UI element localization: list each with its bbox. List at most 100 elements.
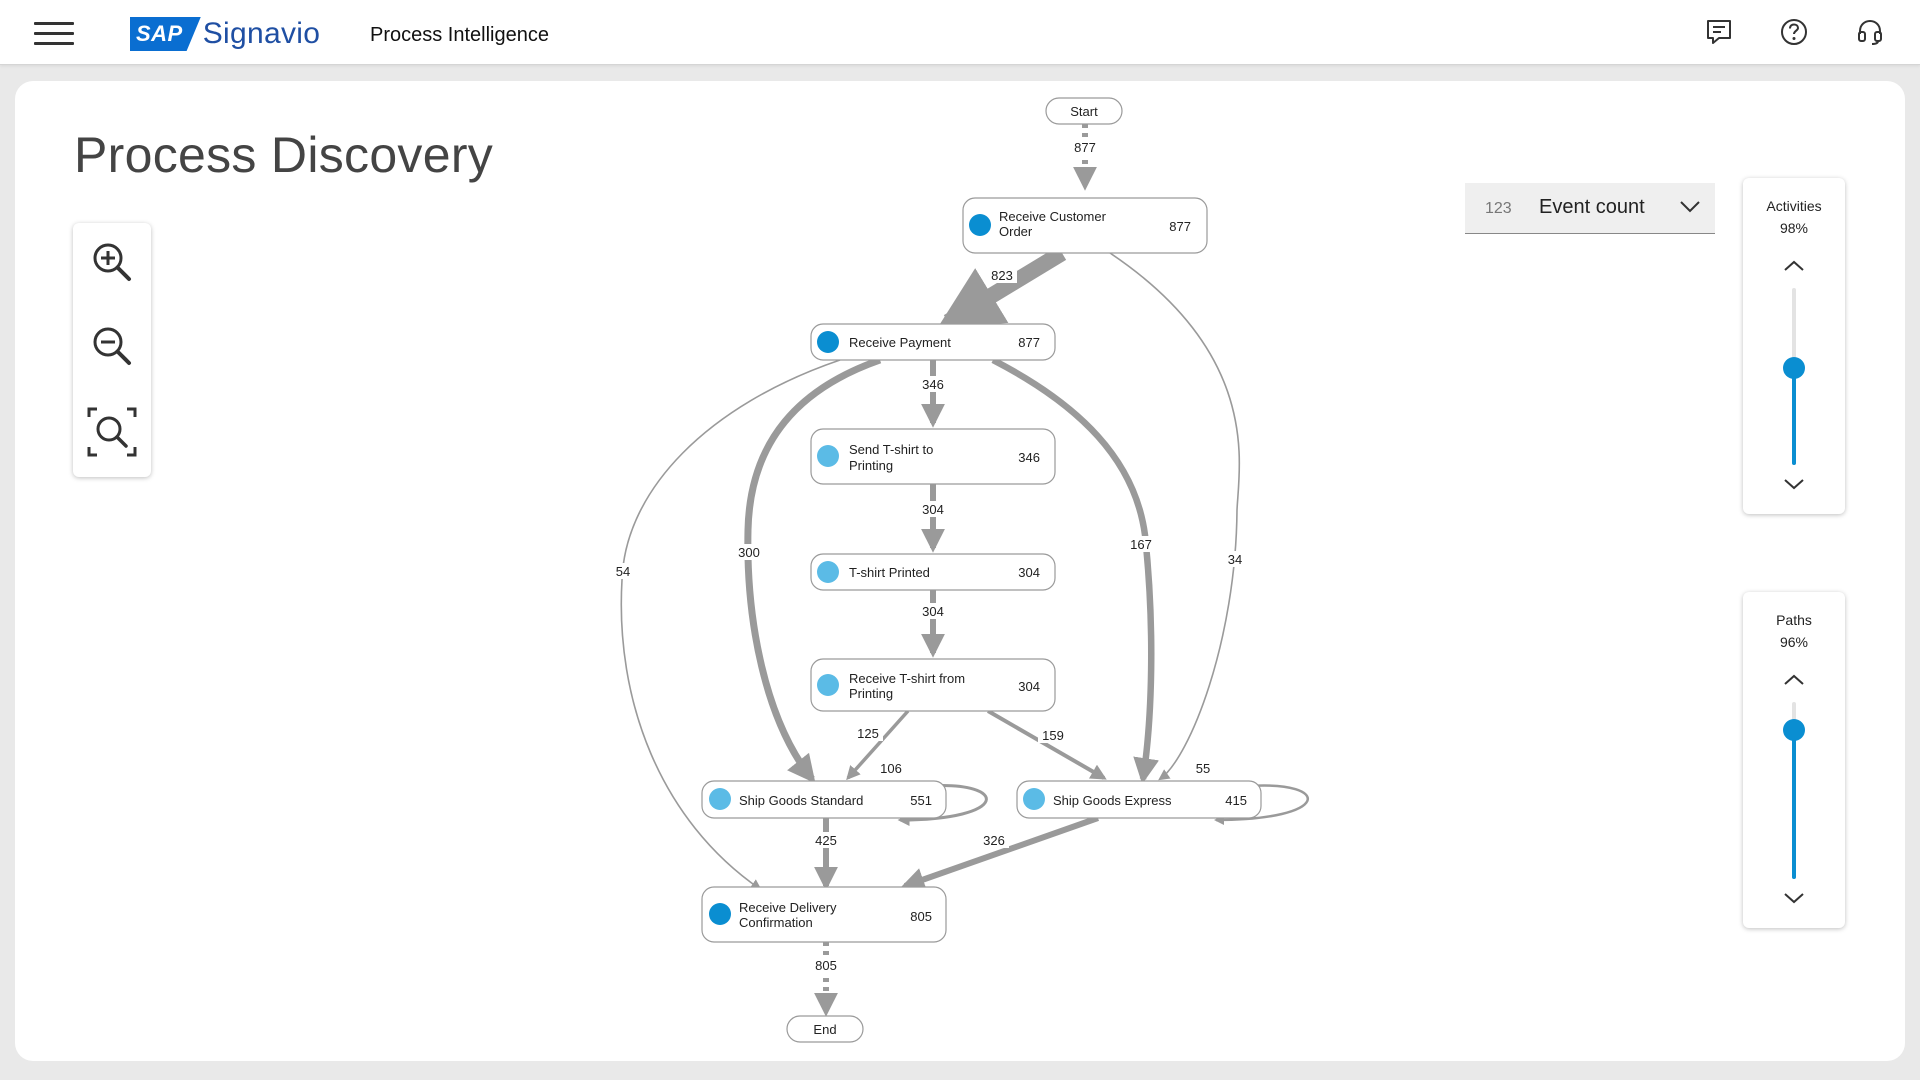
svg-text:Ship Goods Express: Ship Goods Express	[1053, 793, 1172, 808]
activity-status-dot	[709, 903, 731, 925]
svg-text:Order: Order	[999, 224, 1033, 239]
svg-text:805: 805	[815, 958, 837, 973]
edge-n7-loop[interactable]	[1214, 784, 1309, 825]
activity-status-dot	[817, 445, 839, 467]
edge-n1-n7[interactable]	[1109, 252, 1241, 781]
paths-decrease-icon[interactable]	[1782, 890, 1806, 906]
edge-n5-n6[interactable]	[846, 709, 910, 781]
svg-text:415: 415	[1225, 793, 1247, 808]
activities-decrease-icon[interactable]	[1782, 476, 1806, 492]
activities-slider-fill	[1792, 367, 1796, 465]
edge-label-n2-n6: 300	[734, 544, 764, 560]
svg-text:167: 167	[1130, 537, 1152, 552]
svg-text:Confirmation: Confirmation	[739, 915, 813, 930]
svg-text:55: 55	[1196, 761, 1210, 776]
top-bar: SAP Signavio Process Intelligence	[0, 0, 1920, 65]
svg-text:34: 34	[1228, 552, 1242, 567]
svg-text:300: 300	[738, 545, 760, 560]
edge-n2-n6[interactable]	[744, 356, 882, 784]
svg-text:805: 805	[910, 909, 932, 924]
activities-slider-panel: Activities 98%	[1743, 178, 1845, 514]
svg-text:304: 304	[922, 502, 944, 517]
page-title: Process Discovery	[74, 127, 494, 183]
svg-text:425: 425	[815, 833, 837, 848]
activity-node-receive-customer-order[interactable]: Receive Customer Order 877	[962, 197, 1208, 254]
activity-node-receive-tshirt-from-printing[interactable]: Receive T-shirt from Printing 304	[810, 658, 1056, 712]
svg-text:304: 304	[922, 604, 944, 619]
svg-text:159: 159	[1042, 728, 1064, 743]
activities-label: Activities	[1766, 198, 1822, 214]
activity-node-send-tshirt-to-printing[interactable]: Send T-shirt to Printing 346	[810, 428, 1056, 485]
end-node[interactable]: End	[786, 1015, 864, 1043]
edge-label-n1-n7: 34	[1222, 551, 1248, 567]
activity-status-dot	[817, 674, 839, 696]
activity-status-dot	[969, 214, 991, 236]
svg-text:551: 551	[910, 793, 932, 808]
paths-slider-panel: Paths 96%	[1743, 592, 1845, 928]
metric-type-prefix: 123	[1485, 200, 1512, 217]
activity-node-receive-payment[interactable]: Receive Payment 877	[810, 323, 1056, 361]
edge-n1-n2[interactable]	[937, 246, 1067, 329]
metric-dropdown[interactable]: 123 Event count	[1465, 183, 1715, 234]
zoom-in-icon[interactable]	[87, 237, 137, 287]
activities-slider-thumb[interactable]	[1783, 356, 1805, 379]
edge-label-n5-n6: 125	[853, 725, 883, 741]
activity-status-dot	[709, 788, 731, 810]
feedback-icon[interactable]	[1703, 16, 1735, 48]
paths-value: 96%	[1779, 634, 1809, 650]
edge-n7-n8[interactable]	[900, 815, 1099, 891]
svg-text:54: 54	[616, 564, 630, 579]
logo-brand: SAP	[130, 17, 201, 51]
paths-increase-icon[interactable]	[1782, 672, 1806, 688]
menu-icon[interactable]	[34, 22, 74, 46]
support-headset-icon[interactable]	[1854, 16, 1886, 48]
sap-signavio-logo[interactable]: SAP Signavio	[130, 14, 320, 54]
edge-label-n8-end: 805	[811, 957, 841, 973]
svg-text:823: 823	[991, 268, 1013, 283]
svg-text:326: 326	[983, 833, 1005, 848]
edge-label-n6-n8: 425	[811, 832, 841, 848]
edge-n2-n8[interactable]	[620, 359, 841, 891]
app-title: Process Intelligence	[370, 24, 549, 46]
svg-text:Printing: Printing	[849, 458, 893, 473]
activities-slider-track[interactable]	[1783, 288, 1805, 465]
activity-status-dot	[817, 561, 839, 583]
svg-text:Send T-shirt to: Send T-shirt to	[849, 442, 933, 457]
zoom-out-icon[interactable]	[87, 321, 137, 371]
activity-node-receive-delivery-confirmation[interactable]: Receive Delivery Confirmation 805	[701, 886, 947, 943]
edge-n2-n7[interactable]	[991, 357, 1159, 785]
edge-label-n7-n8: 326	[979, 832, 1009, 848]
activity-node-tshirt-printed[interactable]: T-shirt Printed 304	[810, 553, 1056, 591]
edge-label-n6-loop: 106	[876, 760, 906, 776]
edge-label-n3-n4: 304	[918, 501, 948, 517]
activity-node-ship-goods-standard[interactable]: Ship Goods Standard 551	[701, 780, 947, 819]
edge-n5-n7[interactable]	[986, 709, 1107, 780]
svg-text:125: 125	[857, 726, 879, 741]
svg-text:346: 346	[1018, 450, 1040, 465]
svg-text:Ship Goods Standard: Ship Goods Standard	[739, 793, 863, 808]
edge-label-n2-n3: 346	[918, 376, 948, 392]
paths-label: Paths	[1776, 612, 1812, 628]
svg-text:T-shirt Printed: T-shirt Printed	[849, 565, 930, 580]
edge-label-n5-n7: 159	[1038, 727, 1068, 743]
zoom-controls	[73, 223, 151, 477]
edge-label-n2-n8: 54	[610, 563, 636, 579]
zoom-fit-icon[interactable]	[87, 407, 137, 457]
svg-text:106: 106	[880, 761, 902, 776]
paths-slider-thumb[interactable]	[1783, 719, 1805, 742]
svg-text:End: End	[813, 1022, 836, 1037]
paths-slider-fill	[1792, 730, 1796, 879]
paths-slider-track[interactable]	[1783, 702, 1805, 879]
activities-increase-icon[interactable]	[1782, 258, 1806, 274]
logo-product: Signavio	[202, 17, 321, 50]
svg-text:Start: Start	[1070, 104, 1098, 119]
activity-node-ship-goods-express[interactable]: Ship Goods Express 415	[1016, 780, 1262, 819]
svg-text:304: 304	[1018, 679, 1040, 694]
edge-label-n7-loop: 55	[1190, 760, 1216, 776]
help-icon[interactable]	[1778, 16, 1810, 48]
edge-label-n4-n5: 304	[918, 603, 948, 619]
start-node[interactable]: Start	[1045, 97, 1123, 125]
svg-text:Receive Delivery: Receive Delivery	[739, 900, 837, 915]
edge-label-start-n1: 877	[1070, 139, 1100, 155]
